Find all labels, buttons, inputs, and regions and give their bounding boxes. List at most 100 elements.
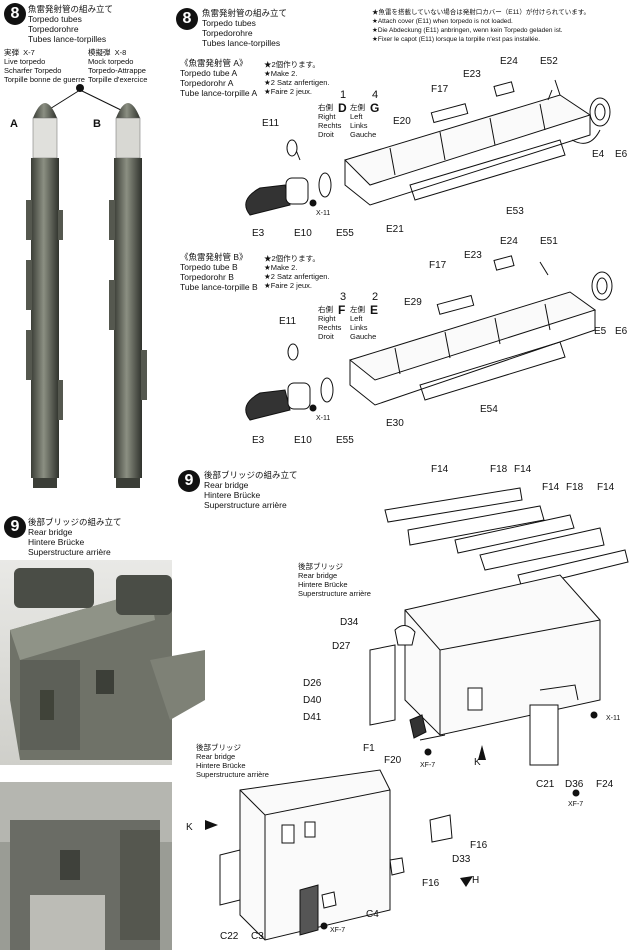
tube-a-right-part: D [338, 101, 347, 115]
tube-a-make-en: ★Make 2. [264, 69, 298, 78]
xf7-dot-2 [572, 789, 580, 797]
mock-torpedo-fr: Torpille d'exercice [88, 75, 148, 84]
tube-a-make-fr: ★Faire 2 jeux. [264, 87, 312, 96]
x11-dot-bridge [590, 711, 598, 719]
part-a-13: E55 [336, 228, 354, 239]
tube-b-left-part: E [370, 303, 379, 317]
part-b-0: F17 [429, 260, 447, 271]
bridge-upper-drawing [369, 487, 629, 766]
part-a-7: E6 [615, 149, 628, 160]
part-u-19: X-11 [606, 715, 620, 722]
bridge-label2-jp: 後部ブリッジ [196, 743, 241, 752]
tube-a-title-fr: Tube lance-torpille A [180, 88, 258, 98]
step-9-title-de: Hintere Brücke [28, 537, 85, 547]
mock-torpedo-jp: 模擬弾 X-8 [88, 48, 127, 57]
part-a-1: F17 [431, 84, 449, 95]
bridge-lower-drawing [219, 769, 453, 941]
label-a: A [10, 118, 18, 130]
x11-dot-b [309, 404, 317, 412]
part-b-9: E54 [480, 404, 498, 415]
part-l-4: H [472, 875, 479, 886]
bridge-label-jp: 後部ブリッジ [298, 562, 343, 571]
part-a-2: E23 [463, 69, 481, 80]
part-u-3: F14 [542, 482, 560, 493]
tube-a-left-words: 左側 Left Links Gauche [350, 103, 377, 139]
part-b-2: E24 [500, 236, 518, 247]
step-9-title-fr: Superstructure arrière [28, 547, 111, 557]
part-b-12: X-11 [316, 415, 330, 422]
part-a-9: E53 [506, 206, 524, 217]
part-b-6: E5 [594, 326, 607, 337]
part-l-3: F16 [422, 878, 440, 889]
step-9-title-jp: 後部ブリッジの組み立て [28, 517, 122, 527]
part-u-1: F18 [490, 464, 508, 475]
torpedo-photo-b [109, 103, 147, 488]
part-b-11: E10 [294, 435, 312, 446]
part-b-5: E11 [279, 316, 296, 327]
part-a-10: E3 [252, 228, 265, 239]
tube-a-make-de: ★2 Satz anfertigen. [264, 78, 330, 87]
tube-b-title-de: Torpedorohr B [180, 272, 234, 282]
part-a-3: E24 [500, 56, 518, 67]
tube-a-right-num: 1 [340, 89, 347, 101]
part-b-13: E55 [336, 435, 354, 446]
part-u-0: F14 [431, 464, 449, 475]
mock-torpedo-de: Torpedo-Attrappe [88, 66, 146, 75]
step-8-title-en: Torpedo tubes [28, 14, 82, 24]
step-8-badge-left: 8 [4, 3, 26, 25]
part-u-14: K [474, 757, 481, 768]
part-l-5: C4 [366, 909, 379, 920]
bridge-label-de: Hintere Brücke [298, 580, 348, 589]
step-8r-title-de: Torpedorohre [202, 28, 253, 38]
tube-b-make-de: ★2 Satz anfertigen. [264, 272, 330, 281]
tube-a-drawing [245, 79, 611, 216]
h-arrow-icon [460, 876, 473, 887]
tube-a-left-num: 4 [372, 89, 379, 101]
part-a-6: E4 [592, 149, 605, 160]
part-a-5: E20 [393, 116, 411, 127]
rear-bridge-photo-2 [0, 782, 172, 950]
step-9r-title-en: Rear bridge [204, 480, 249, 490]
part-u-9: D40 [303, 695, 322, 706]
step-8r-title-jp: 魚雷発射管の組み立て [202, 8, 288, 18]
part-u-11: F1 [363, 743, 375, 754]
part-u-6: D34 [340, 617, 359, 628]
bridge-label2-de: Hintere Brücke [196, 761, 246, 770]
part-u-2: F14 [514, 464, 532, 475]
tube-b-left-words: 左側 Left Links Gauche [350, 305, 377, 341]
step-8r-title-fr: Tubes lance-torpilles [202, 38, 281, 48]
cover-note-en: ★Attach cover (E11) when torpedo is not … [372, 18, 513, 25]
part-u-7: D27 [332, 641, 351, 652]
part-l-2: D33 [452, 854, 471, 865]
step-9-badge-left: 9 [4, 516, 26, 538]
bridge-label-en: Rear bridge [298, 571, 338, 580]
part-b-8: E30 [386, 418, 404, 429]
part-u-18: F24 [596, 779, 614, 790]
step-8-badge-right: 8 [176, 8, 198, 30]
live-torpedo-fr: Torpille bonne de guerre [4, 75, 85, 84]
step-9r-title-fr: Superstructure arrière [204, 500, 287, 510]
part-u-10: D41 [303, 712, 322, 723]
tube-b-title-fr: Tube lance-torpille B [180, 282, 258, 292]
part-a-8: E21 [386, 224, 404, 235]
part-b-1: E23 [464, 250, 482, 261]
xf7-dot-3 [320, 922, 328, 930]
step-8-title-fr: Tubes lance-torpilles [28, 34, 107, 44]
part-u-16: D36 [565, 779, 584, 790]
part-u-15: C21 [536, 779, 555, 790]
tube-b-make-fr: ★Faire 2 jeux. [264, 281, 312, 290]
bridge-label2-fr: Superstructure arrière [196, 770, 269, 779]
part-a-11: E10 [294, 228, 312, 239]
tube-a-make-jp: ★2個作ります。 [264, 60, 320, 69]
live-torpedo-jp: 実弾 X-7 [4, 48, 35, 57]
tube-a-title-de: Torpedorohr A [180, 78, 234, 88]
cover-note-de: ★Die Abdeckung (E11) anbringen, wenn kei… [372, 27, 563, 34]
xf7-dot-1 [424, 748, 432, 756]
tube-b-right-num: 3 [340, 291, 347, 303]
tube-a-right-words: 右側 Right Rechts Droit [318, 103, 342, 139]
tube-a-left-part: G [370, 101, 380, 115]
tube-b-title-jp: 《魚雷発射管 B》 [180, 252, 248, 262]
mock-torpedo-en: Mock torpedo [88, 57, 134, 66]
part-u-4: F18 [566, 482, 584, 493]
